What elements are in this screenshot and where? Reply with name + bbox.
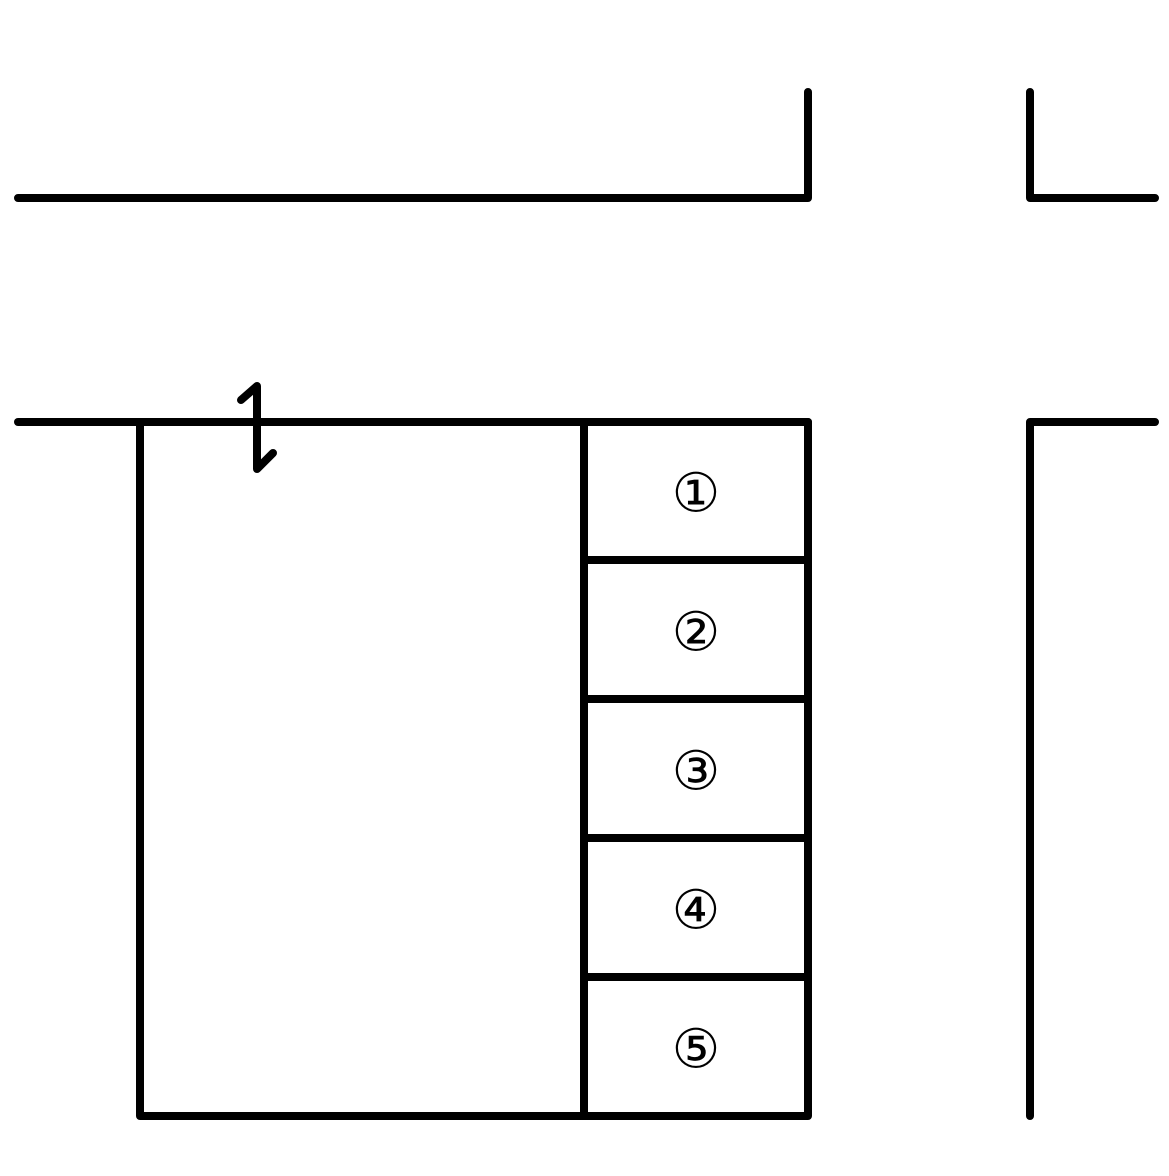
stall-number-label: ④ xyxy=(672,879,720,942)
stall-number-label: ① xyxy=(672,462,720,525)
parking-stall-1[interactable]: ① xyxy=(588,426,804,556)
stall-number-label: ③ xyxy=(672,740,720,803)
parking-stall-5[interactable]: ⑤ xyxy=(588,981,804,1112)
parking-stall-3[interactable]: ③ xyxy=(588,703,804,834)
stall-number-label: ⑤ xyxy=(672,1018,720,1081)
road-edge-upper-right xyxy=(1026,88,1159,202)
lot-outline xyxy=(136,418,812,1120)
road-edge-upper-left xyxy=(14,88,812,202)
parking-stall-4[interactable]: ④ xyxy=(588,842,804,973)
stall-number-label: ② xyxy=(672,601,720,664)
break-line-icon xyxy=(237,382,277,473)
road-edge-lower-right xyxy=(1026,418,1159,1120)
parking-stall-2[interactable]: ② xyxy=(588,564,804,695)
